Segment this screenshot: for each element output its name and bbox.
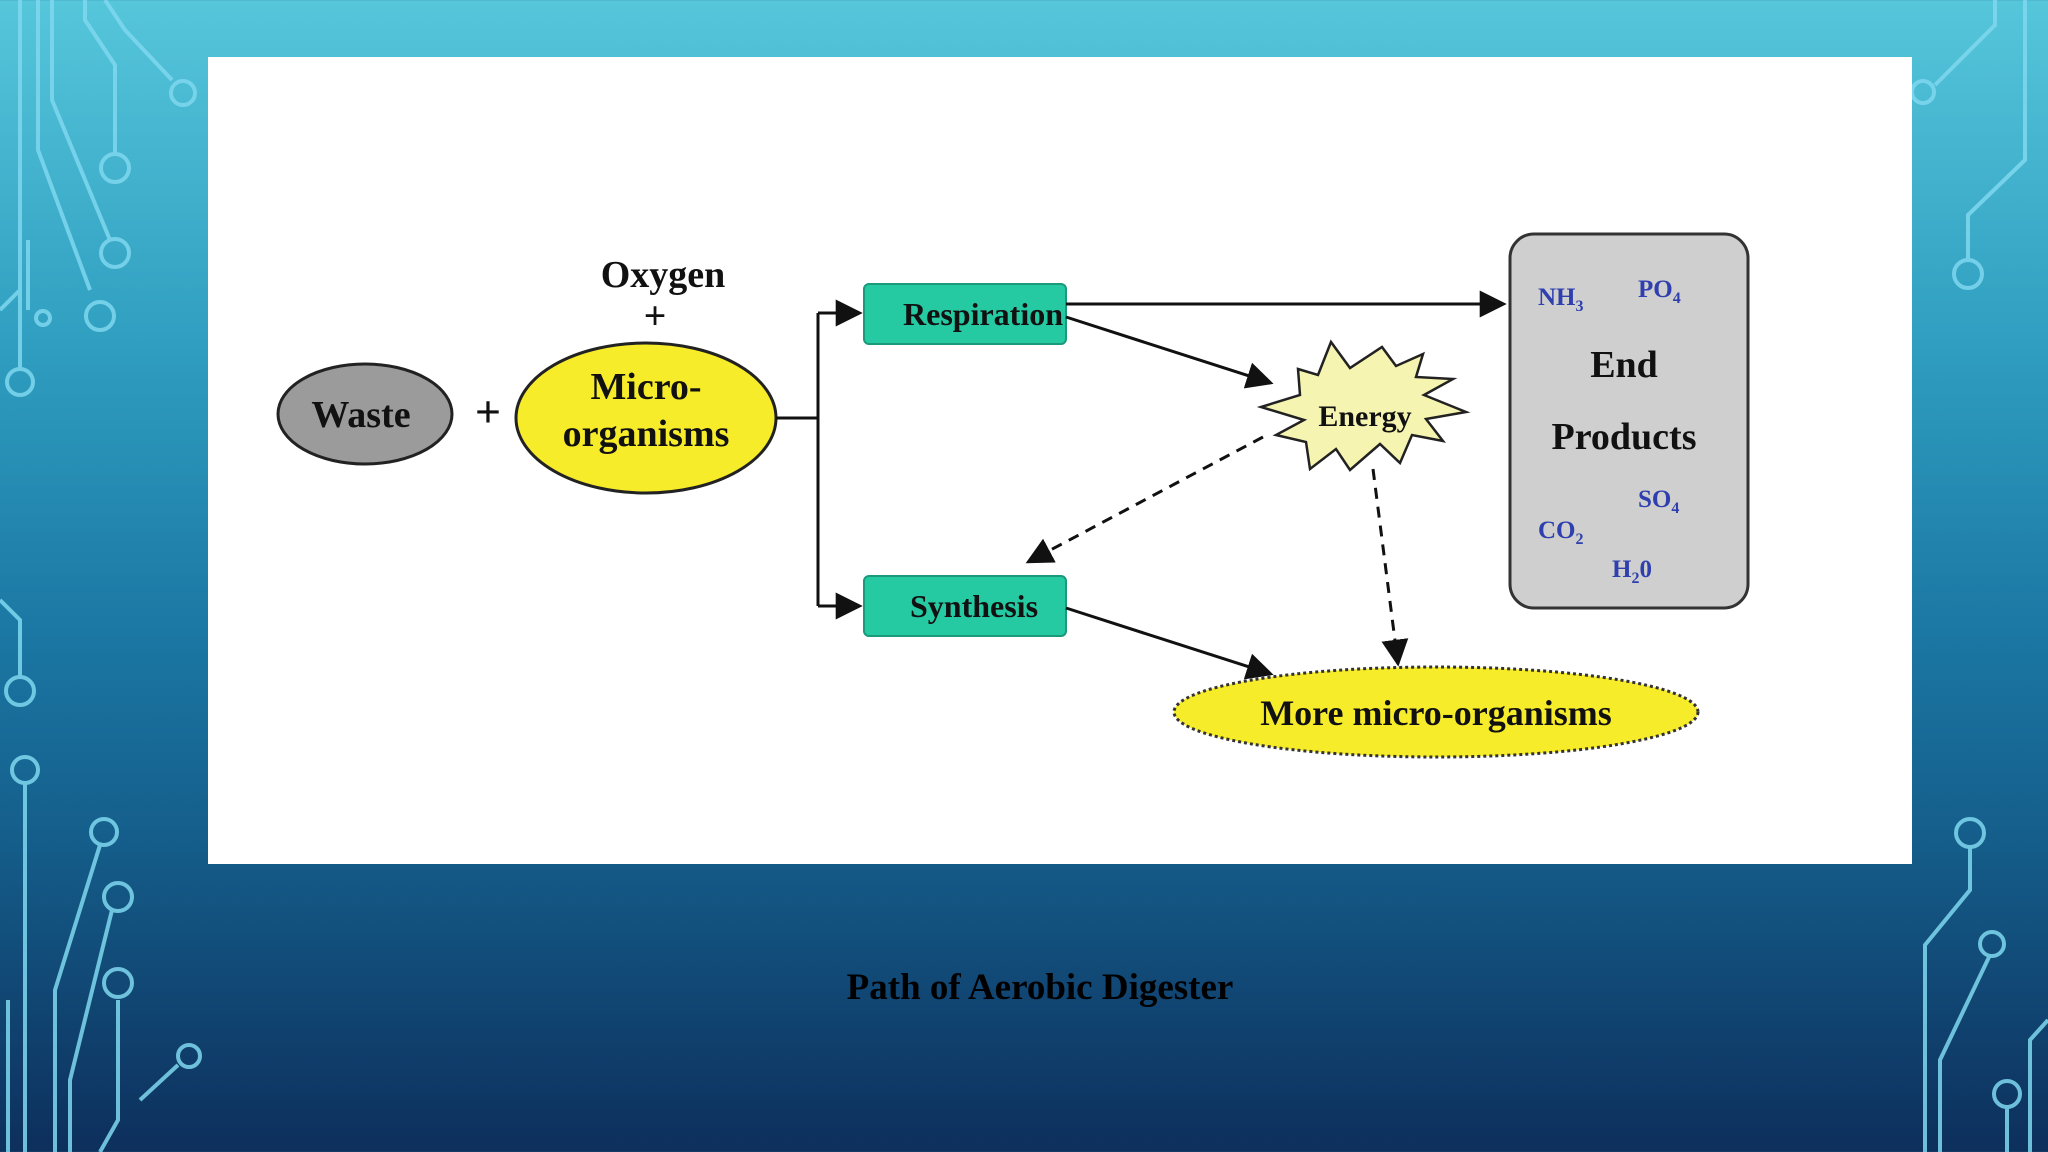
end-label-line2: Products: [1552, 416, 1697, 458]
chem-so4: SO4: [1638, 486, 1679, 517]
respiration-box: [863, 283, 1067, 345]
energy-burst: [1256, 339, 1471, 472]
chem-nh3: NH3: [1538, 284, 1584, 315]
energy-label: Energy: [1318, 400, 1411, 433]
waste-label: Waste: [311, 394, 410, 436]
end-label-line1: End: [1590, 344, 1658, 386]
aerobic-digester-diagram: Waste + Oxygen + Micro- organisms Respir…: [276, 232, 1750, 759]
chem-po4: PO4: [1638, 276, 1681, 307]
more-micro-organisms-node: [1172, 665, 1700, 759]
respiration-to-energy-arrow: [1065, 315, 1274, 389]
synthesis-box: [863, 575, 1067, 637]
chem-h2o: H20: [1612, 556, 1652, 587]
synthesis-to-more-micro-arrow: [1065, 606, 1274, 680]
diagram-caption: Path of Aerobic Digester: [846, 967, 1234, 1008]
energy-to-synthesis-arrow: [1025, 435, 1264, 564]
chem-co2: CO2: [1538, 517, 1584, 548]
respiration-label: Respiration: [903, 296, 1063, 332]
plus-sign-oxygen: +: [644, 293, 667, 338]
more-micro-label: More micro-organisms: [1260, 693, 1612, 733]
plus-sign-waste: +: [475, 386, 501, 437]
micro-label-line1: Micro-: [590, 366, 701, 408]
oxygen-label: Oxygen: [601, 254, 726, 296]
synthesis-label: Synthesis: [910, 588, 1038, 624]
waste-node: [276, 362, 454, 466]
end-products-box: [1508, 232, 1750, 610]
diagram-panel: Waste + Oxygen + Micro- organisms Respir…: [208, 57, 1912, 864]
micro-label-line2: organisms: [563, 413, 730, 455]
energy-to-more-micro-arrow: [1371, 468, 1409, 667]
